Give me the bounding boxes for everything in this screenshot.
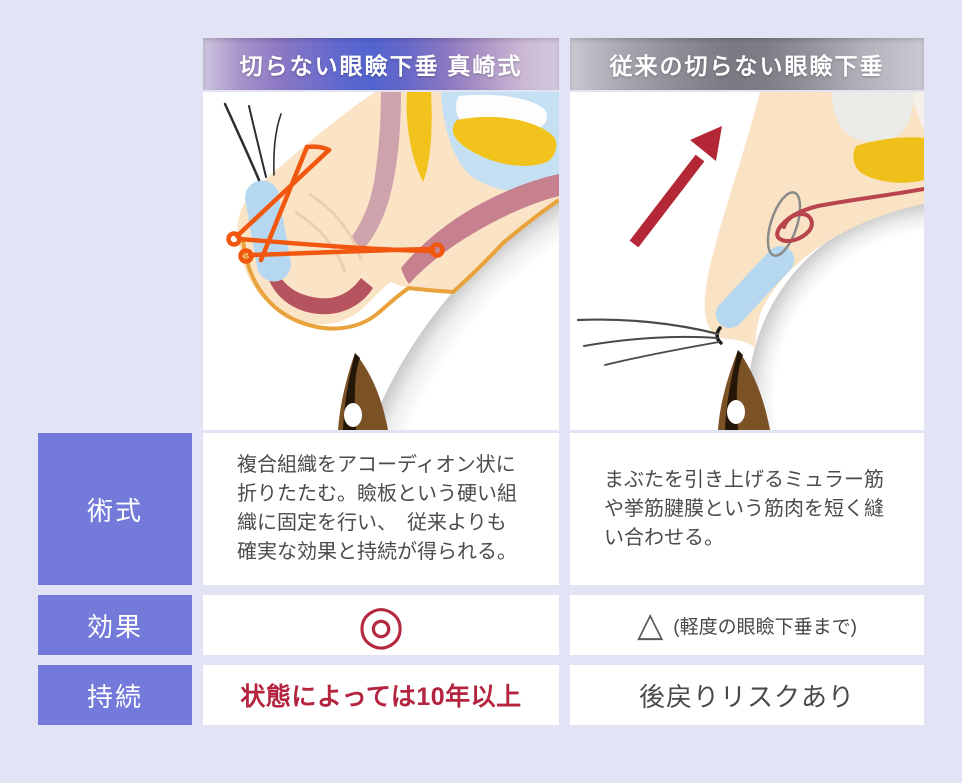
eyelid-cross-section-lift-arrow-icon: [570, 92, 924, 430]
eyelid-cross-section-accordion-fold-suture-icon: [203, 92, 559, 430]
row-label-method: 術式: [38, 433, 192, 585]
lift-arrow-icon: [690, 126, 722, 161]
column-header-conventional: 従来の切らない眼瞼下垂: [570, 38, 924, 90]
conventional-eyelid-diagram-icon: [570, 92, 924, 430]
double-circle-rating-icon: ◎: [357, 595, 405, 655]
effect-cell-conventional: △ (軽度の眼瞼下垂まで): [570, 595, 924, 655]
column-header-masaki: 切らない眼瞼下垂 真崎式: [203, 38, 559, 90]
effect-cell-masaki: ◎: [203, 595, 559, 655]
duration-cell-conventional: 後戻りリスクあり: [570, 665, 924, 725]
row-label-duration: 持続: [38, 665, 192, 725]
duration-cell-masaki: 状態によっては10年以上: [203, 665, 559, 725]
effect-note: (軽度の眼瞼下垂まで): [673, 616, 857, 638]
method-cell-conventional: まぶたを引き上げるミュラー筋や挙筋腱膜という筋肉を短く縫い合わせる。: [570, 433, 924, 585]
triangle-rating-icon: △: [637, 606, 664, 644]
masaki-eyelid-diagram-icon: [203, 92, 559, 430]
row-label-effect: 効果: [38, 595, 192, 655]
method-cell-masaki: 複合組織をアコーディオン状に折りたたむ。瞼板という硬い組織に固定を行い、 従来よ…: [203, 433, 559, 585]
